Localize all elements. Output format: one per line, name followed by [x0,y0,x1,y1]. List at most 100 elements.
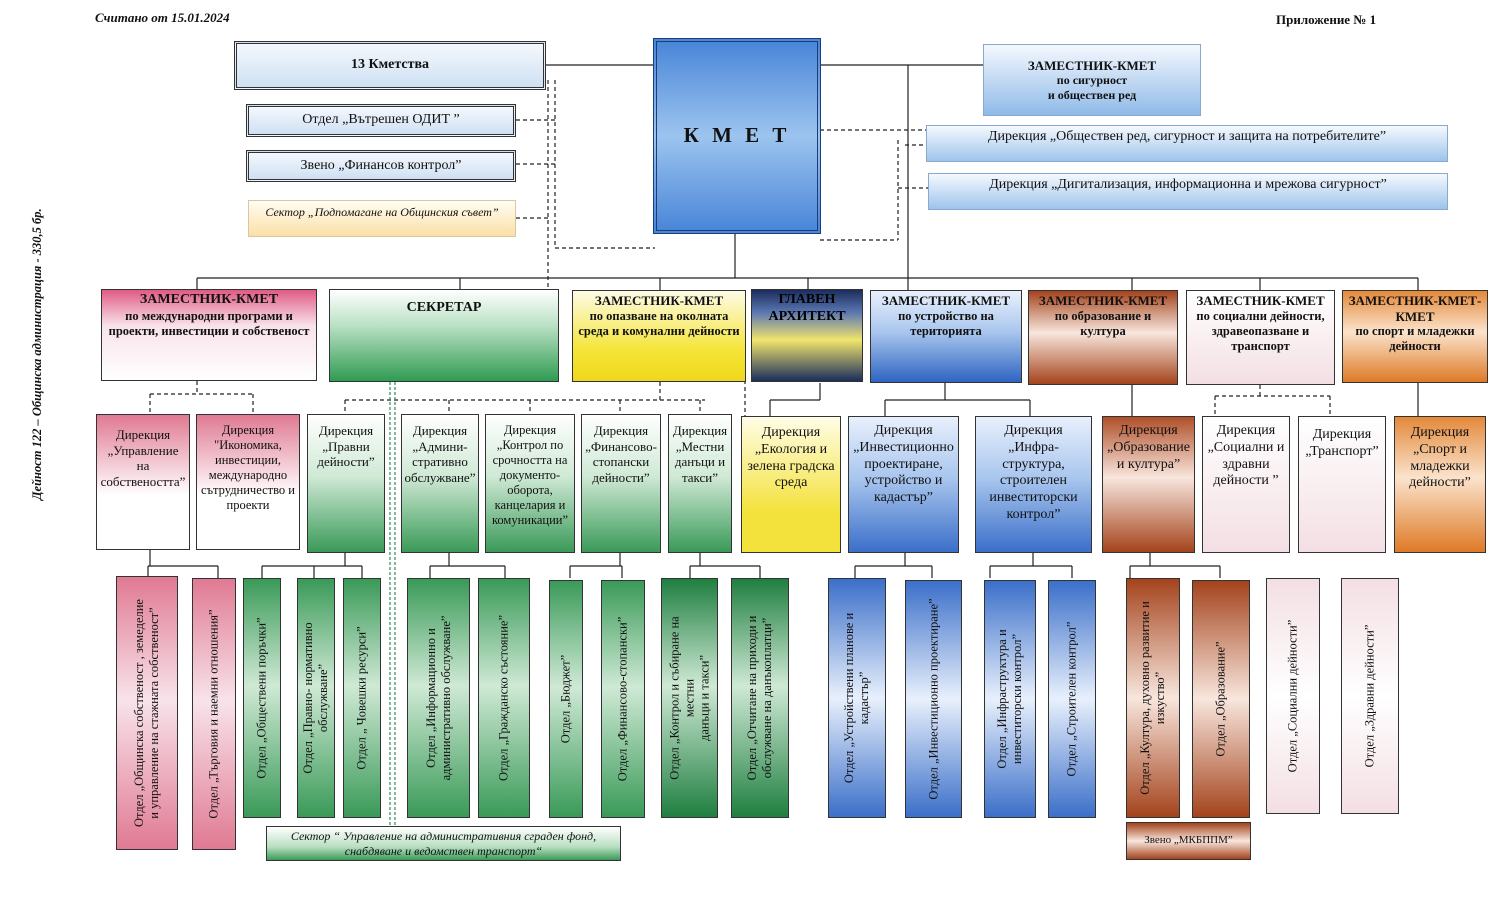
dir-infrastructure: Дирекция „Инфра-структура, строителен ин… [975,416,1092,553]
fin-control-box: Звено „Финансов контрол” [246,150,516,182]
dir-label: Дирекция „Инвестиционно проектиране, уст… [853,423,954,506]
dir-economy: Дирекция "Икономика, инвестиции, междуна… [196,414,300,550]
dept-label: Отдел „Социални дейности” [1285,619,1300,773]
dept-revenue-reporting: Отдел „Отчитане на приходи и обслужване … [731,578,789,818]
head-environment: ЗАМЕСТНИК-КМЕТ по опазване на околната с… [572,290,746,382]
dir-finance: Дирекция „Финансово-стопански дейности” [581,414,661,553]
dept-label: Отдел „Строителен контрол” [1064,621,1079,777]
dir-social-health: Дирекция „Социални и здравни дейности ” [1202,416,1290,553]
head-sub: по международни програми и проекти, инве… [108,308,310,338]
deputy-security-sub: по сигурност и обществен ред [1047,73,1137,102]
head-chief-architect: ГЛАВЕН АРХИТЕКТ [751,289,863,382]
dir-legal: Дирекция „Правни дейности” [307,414,385,553]
council-support-label: Сектор „Подпомагане на Общинския съвет” [265,205,499,219]
dir-education: Дирекция „Образование и култура” [1102,416,1195,553]
head-title: ЗАМЕСТНИК-КМЕТ [139,292,279,307]
dir-property: Дирекция „Управление на собствеността” [96,414,190,550]
head-sub: по спорт и младежки дейности [1355,324,1475,354]
head-secretary: СЕКРЕТАР [329,289,559,382]
head-title: ЗАМЕСТНИК-КМЕТ [881,293,1011,308]
dir-label: Дирекция "Икономика, инвестиции, междуна… [201,423,295,512]
dept-info-admin-services: Отдел „Информационно и административно о… [407,578,470,818]
dir-label: Дирекция „Контрол по срочността на докум… [491,423,569,527]
dept-finance-economy: Отдел „Финансово-стопански” [601,580,645,818]
dept-construction-control: Отдел „Строителен контрол” [1048,580,1096,818]
zveno-mkbppm: Звено „МКБППМ” [1126,822,1251,860]
dir-label: Дирекция „Социални и здравни дейности ” [1207,423,1285,489]
dir-label: Дирекция „Спорт и младежки дейности” [1409,425,1471,491]
kmetstva-box: 13 Кметства [234,41,546,90]
dept-tax-collection: Отдел „Контрол и събиране на местни данъ… [661,578,718,818]
dir-document-control: Дирекция „Контрол по срочността на докум… [485,414,575,553]
dept-health: Отдел „Здравни дейности” [1341,578,1399,814]
dept-urban-plans: Отдел „Устройствени планове и кадастър” [828,578,886,818]
dept-label: Отдел „Култура, духовно развитие и изкус… [1138,601,1167,795]
head-title: ЗАМЕСТНИК-КМЕТ [594,293,724,308]
dept-label: Отдел „Контрол и събиране на местни данъ… [667,616,711,780]
head-sub: по опазване на околната среда и комуналн… [578,308,740,338]
kmet-box: К М Е Т [653,38,821,234]
side-label: Дейност 122 – Общинска администрация - 3… [30,208,44,500]
dept-legal-regulatory: Отдел „Правно- нормативно обслужване” [297,578,335,818]
head-education: ЗАМЕСТНИК-КМЕТ по образование и култура [1028,290,1178,385]
dept-label: Отдел „Устройствени планове и кадастър” [842,612,871,784]
dept-label: Отдел „Инвестиционно проектиране” [926,598,940,800]
dept-label: Отдел „Образование” [1213,641,1228,757]
dept-human-resources: Отдел „ Човешки ресурси” [343,578,381,818]
dept-trade-rentals: Отдел „Търговия и наемни отношения” [192,578,236,850]
dept-civil-status: Отдел „Гражданско състояние” [478,578,530,818]
dir-transport: Дирекция „Транспорт” [1298,416,1386,553]
dir-sport: Дирекция „Спорт и младежки дейности” [1394,416,1486,553]
council-support-box: Сектор „Подпомагане на Общинския съвет” [248,200,516,237]
dept-public-procurement: Отдел „Обществени поръчки” [243,578,281,818]
head-title: СЕКРЕТАР [406,300,482,315]
head-sub: по устройство на територията [898,308,994,338]
dir-label: Дирекция „Транспорт” [1305,427,1379,459]
dir-label: Дирекция „Местни данъци и такси” [672,423,728,485]
dir-public-order-label: Дирекция „Обществен ред, сигурност и защ… [987,129,1387,144]
head-sport: ЗАМЕСТНИК-КМЕТ- КМЕТ по спорт и младежки… [1342,290,1488,383]
dept-label: Отдел „ Човешки ресурси” [354,626,369,770]
fin-control-label: Звено „Финансов контрол” [300,157,462,173]
dir-digital-box: Дирекция „Дигитализация, информационна и… [928,173,1448,210]
audit-box: Отдел „Вътрешен ОДИТ ” [246,104,516,137]
head-intl-programs: ЗАМЕСТНИК-КМЕТ по международни програми … [101,289,317,381]
head-sub: по образование и култура [1054,308,1152,338]
dir-label: Дирекция „Образование и култура” [1107,423,1190,472]
head-title: ЗАМЕСТНИК-КМЕТ [1038,293,1168,308]
dept-label: Отдел „Гражданско състояние” [496,614,511,782]
dept-social: Отдел „Социални дейности” [1266,578,1320,814]
dir-local-taxes: Дирекция „Местни данъци и такси” [668,414,732,553]
dir-label: Дирекция „Финансово-стопански дейности” [585,423,657,485]
dir-ecology: Дирекция „Екология и зелена градска сред… [741,416,841,553]
kmetstva-label: 13 Кметства [350,57,430,73]
head-social: ЗАМЕСТНИК-КМЕТ по социални дейности, здр… [1186,290,1335,385]
dept-label: Отдел „Инфраструктура и инвеститорски ко… [995,629,1024,769]
dept-label: Отдел „Финансово-стопански” [615,616,630,782]
dept-label: Отдел „Обществени поръчки” [254,617,269,779]
dir-digital-label: Дирекция „Дигитализация, информационна и… [989,177,1387,192]
kmet-label: К М Е Т [683,123,791,148]
dept-label: Отдел „Бюджет” [558,654,573,744]
dept-investment-design: Отдел „Инвестиционно проектиране” [905,580,962,818]
date-label: Считано от 15.01.2024 [95,10,230,25]
dir-label: Дирекция „Екология и зелена градска сред… [747,425,835,491]
dir-label: Дирекция „Админи-стративно обслужване” [404,423,476,485]
head-title: ЗАМЕСТНИК-КМЕТ [1196,293,1325,308]
dept-education: Отдел „Образование” [1192,580,1250,818]
sector-admin-label: Сектор “ Управление на административния … [290,829,597,858]
head-title: ГЛАВЕН АРХИТЕКТ [768,292,846,324]
dir-public-order-box: Дирекция „Обществен ред, сигурност и защ… [926,125,1448,162]
dept-label: Отдел „Отчитане на приходи и обслужване … [745,615,774,781]
dept-municipal-property: Отдел „Общинска собственост , земеделие … [116,576,178,850]
dept-culture: Отдел „Култура, духовно развитие и изкус… [1126,578,1180,818]
dir-label: Дирекция „Инфра-структура, строителен ин… [989,423,1078,522]
head-territory: ЗАМЕСТНИК-КМЕТ по устройство на територи… [870,290,1022,383]
dept-infrastructure-control: Отдел „Инфраструктура и инвеститорски ко… [984,580,1036,818]
dept-label: Отдел „Здравни дейности” [1362,624,1377,768]
dept-label: Отдел „Общинска собственост , земеделие … [132,599,161,827]
appendix-label: Приложение № 1 [1276,12,1377,27]
dept-budget: Отдел „Бюджет” [549,580,583,818]
head-sub: по социални дейности, здравеопазване и т… [1196,308,1325,353]
